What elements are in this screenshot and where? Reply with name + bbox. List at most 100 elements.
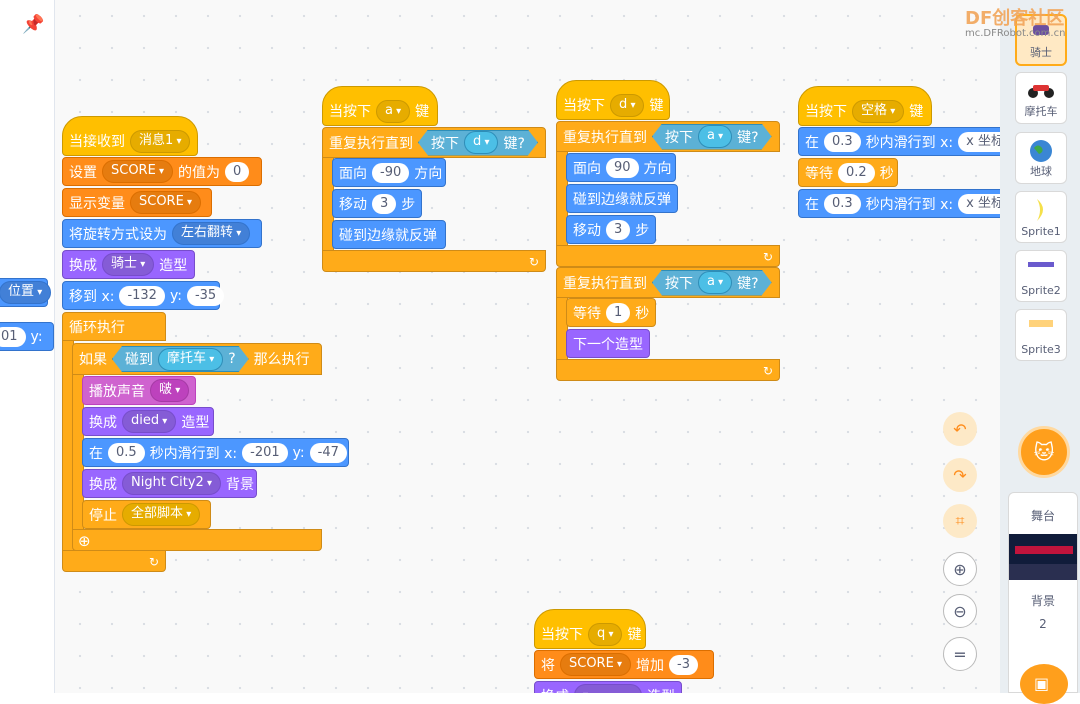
- undo-icon[interactable]: ↶: [943, 412, 977, 446]
- key-dropdown[interactable]: a: [698, 271, 732, 294]
- crop-icon[interactable]: ⌗: [943, 504, 977, 538]
- set-rotation-style-block[interactable]: 将旋转方式设为 左右翻转: [62, 219, 262, 248]
- key-dropdown[interactable]: q: [588, 622, 623, 646]
- loop-arrow-icon: ↻: [762, 364, 773, 378]
- key-pressed-sensing-block[interactable]: 按下 a 键?: [652, 124, 772, 150]
- stop-block[interactable]: 停止 全部脚本: [82, 500, 211, 529]
- add-else-icon[interactable]: ⊕: [78, 532, 91, 550]
- zoom-out-icon[interactable]: ⊖: [943, 594, 977, 628]
- zoom-reset-icon[interactable]: =: [943, 637, 977, 671]
- pin-icon[interactable]: 📌: [22, 14, 45, 35]
- set-variable-block[interactable]: 设置 SCORE 的值为 0: [62, 157, 262, 186]
- block-label: 在: [805, 134, 819, 151]
- zoom-in-icon[interactable]: ⊕: [943, 552, 977, 586]
- cut-off-motion-block[interactable]: 位置: [0, 278, 52, 307]
- backdrop-dropdown[interactable]: Night City2: [122, 472, 222, 495]
- costume-dropdown[interactable]: 骑士: [102, 253, 155, 276]
- glide-to-xy-block[interactable]: 在 0.3 秒内滑行到 x: x 坐标: [798, 127, 1000, 156]
- code-workspace[interactable]: 📌 位置 01 y: 当接收到 消息1 设置 SCORE 的值为 0 显示变量 …: [0, 0, 1000, 693]
- when-key-pressed-hat-block[interactable]: 当按下 q 键: [534, 609, 646, 649]
- forever-block[interactable]: 循环执行: [62, 312, 166, 341]
- cut-off-goto-block[interactable]: 01 y:: [0, 322, 54, 351]
- move-steps-block[interactable]: 移动 3 步: [566, 215, 656, 244]
- sprite-thumb-sprite1[interactable]: Sprite1: [1015, 191, 1067, 243]
- sprite-thumb-sprite2[interactable]: Sprite2: [1015, 250, 1067, 302]
- wait-block[interactable]: 等待 1 秒: [566, 298, 656, 327]
- sprite-thumb-motorcycle[interactable]: 摩托车: [1015, 72, 1067, 124]
- point-in-direction-block[interactable]: 面向 -90 方向: [332, 158, 446, 187]
- block-label: 按下: [665, 275, 693, 292]
- show-variable-block[interactable]: 显示变量 SCORE: [62, 188, 212, 217]
- costume-dropdown[interactable]: [574, 684, 642, 693]
- if-then-block[interactable]: 如果 碰到 摩托车 ? 那么执行: [72, 343, 322, 375]
- sprite-thumb-sprite3[interactable]: Sprite3: [1015, 309, 1067, 361]
- when-key-pressed-hat-block[interactable]: 当按下 空格 键: [798, 86, 932, 126]
- seconds-input[interactable]: 1: [606, 302, 631, 323]
- seconds-input[interactable]: 0.5: [108, 442, 145, 463]
- sprite-thumb-knight[interactable]: 骑士: [1015, 14, 1067, 66]
- repeat-until-block[interactable]: 重复执行直到 按下 a 键?: [556, 121, 780, 152]
- key-pressed-sensing-block[interactable]: 按下 a 键?: [652, 270, 772, 296]
- watermark-url: mc.DFRobot.com.cn: [965, 28, 1066, 39]
- switch-backdrop-block[interactable]: 换成 Night City2 背景: [82, 469, 257, 498]
- glide-to-xy-block[interactable]: 在 0.3 秒内滑行到 x: x 坐标: [798, 189, 1000, 218]
- switch-costume-block[interactable]: 换成 died 造型: [82, 407, 214, 436]
- next-costume-block[interactable]: 下一个造型: [566, 329, 650, 358]
- key-dropdown[interactable]: d: [464, 131, 498, 154]
- stage-panel[interactable]: 舞台 背景 2: [1008, 492, 1078, 693]
- repeat-until-block[interactable]: 重复执行直到 按下 a 键?: [556, 267, 780, 298]
- key-dropdown[interactable]: a: [698, 125, 732, 148]
- message-dropdown[interactable]: 消息1: [130, 129, 191, 153]
- variable-dropdown[interactable]: SCORE: [102, 160, 174, 183]
- when-key-pressed-hat-block[interactable]: 当按下 a 键: [322, 86, 438, 126]
- add-backdrop-button[interactable]: ▣: [1020, 664, 1068, 704]
- variable-dropdown[interactable]: SCORE: [130, 191, 202, 214]
- repeat-until-block[interactable]: 重复执行直到 按下 d 键?: [322, 127, 546, 158]
- stop-option-dropdown[interactable]: 全部脚本: [122, 503, 201, 526]
- steps-input[interactable]: 3: [606, 219, 631, 240]
- key-dropdown[interactable]: a: [376, 99, 411, 123]
- steps-input[interactable]: 3: [372, 193, 397, 214]
- sound-dropdown[interactable]: 啵: [150, 379, 190, 402]
- seconds-input[interactable]: 0.2: [838, 162, 875, 183]
- wait-block[interactable]: 等待 0.2 秒: [798, 158, 898, 187]
- variable-dropdown[interactable]: SCORE: [560, 653, 632, 676]
- y-input[interactable]: -35: [186, 285, 225, 306]
- when-receive-hat-block[interactable]: 当接收到 消息1: [62, 116, 198, 156]
- block-label: y:: [292, 444, 305, 461]
- cut-off-x-input[interactable]: 01: [0, 326, 26, 347]
- x-reporter[interactable]: x 坐标: [958, 131, 1000, 152]
- y-input[interactable]: -47: [309, 442, 347, 463]
- when-key-pressed-hat-block[interactable]: 当按下 d 键: [556, 80, 670, 120]
- change-variable-block[interactable]: 将 SCORE 增加 -3: [534, 650, 714, 679]
- x-input[interactable]: -132: [119, 285, 165, 306]
- touch-object-dropdown[interactable]: 摩托车: [158, 348, 223, 371]
- key-pressed-sensing-block[interactable]: 按下 d 键?: [418, 130, 538, 156]
- seconds-input[interactable]: 0.3: [824, 193, 861, 214]
- add-sprite-button[interactable]: 🐱: [1018, 426, 1070, 478]
- go-to-xy-block[interactable]: 移到 x: -132 y: -35: [62, 281, 225, 310]
- value-input[interactable]: -3: [669, 654, 698, 675]
- costume-dropdown[interactable]: died: [122, 410, 177, 433]
- switch-costume-block[interactable]: 换成 骑士 造型: [62, 250, 195, 279]
- x-reporter[interactable]: x 坐标: [958, 193, 1000, 214]
- bounce-on-edge-block[interactable]: 碰到边缘就反弹: [332, 220, 446, 249]
- glide-to-xy-block[interactable]: 在 0.5 秒内滑行到 x: -201 y: -47: [82, 438, 349, 467]
- direction-input[interactable]: 90: [606, 157, 639, 178]
- direction-input[interactable]: -90: [372, 162, 410, 183]
- key-dropdown[interactable]: 空格: [852, 99, 905, 123]
- seconds-input[interactable]: 0.3: [824, 131, 861, 152]
- rotation-dropdown[interactable]: 左右翻转: [172, 222, 251, 245]
- x-input[interactable]: -201: [242, 442, 288, 463]
- bounce-on-edge-block[interactable]: 碰到边缘就反弹: [566, 184, 678, 213]
- cut-off-dropdown[interactable]: 位置: [0, 281, 52, 304]
- value-input[interactable]: 0: [225, 161, 250, 182]
- sprite-thumb-earth[interactable]: 地球: [1015, 132, 1067, 184]
- move-steps-block[interactable]: 移动 3 步: [332, 189, 422, 218]
- touching-sensing-block[interactable]: 碰到 摩托车 ?: [112, 346, 249, 372]
- redo-icon[interactable]: ↷: [943, 458, 977, 492]
- point-in-direction-block[interactable]: 面向 90 方向: [566, 153, 676, 182]
- switch-costume-block[interactable]: 换成 造型: [534, 681, 682, 693]
- play-sound-block[interactable]: 播放声音 啵: [82, 376, 196, 405]
- key-dropdown[interactable]: d: [610, 93, 645, 117]
